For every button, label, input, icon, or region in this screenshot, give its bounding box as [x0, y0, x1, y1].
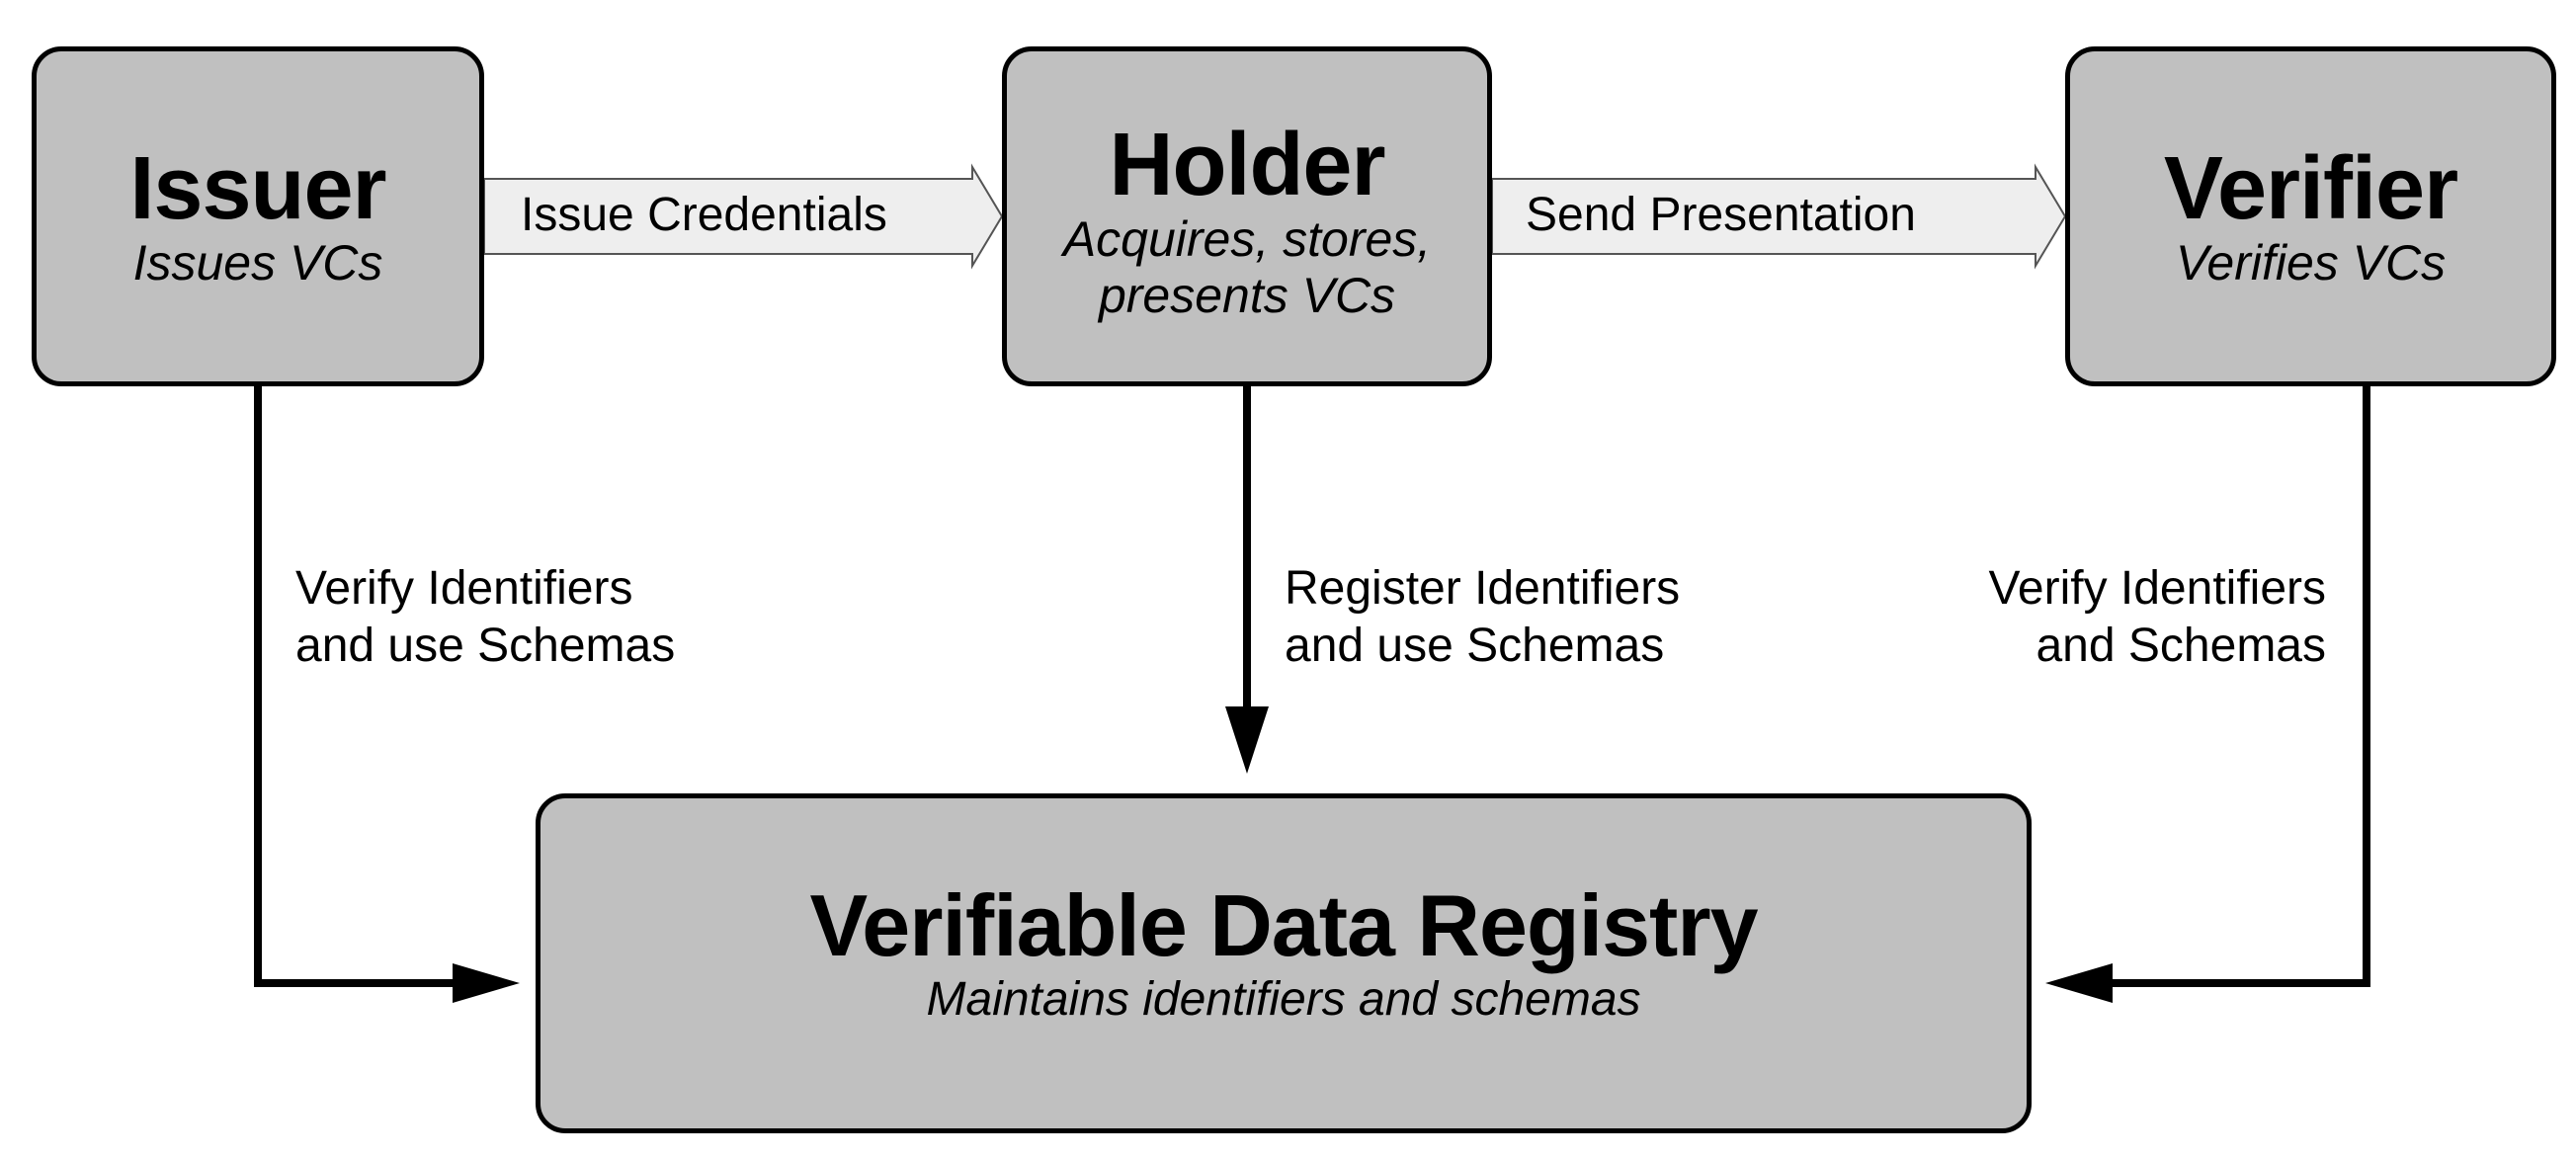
issue-credentials-arrow: [483, 163, 1004, 270]
verifier-registry-label-line1: Verify Identifiers: [1988, 562, 2326, 615]
registry-title: Verifiable Data Registry: [809, 876, 1758, 974]
verifier-registry-arrowhead: [2045, 963, 2113, 1003]
holder-registry-label-line2: and use Schemas: [1285, 620, 1665, 672]
issuer-registry-label: Verify Identifiers and use Schemas: [295, 560, 675, 675]
issuer-subtitle: Issues VCs: [132, 234, 383, 290]
holder-node: Holder Acquires, stores, presents VCs: [1002, 46, 1492, 386]
issuer-registry-label-line1: Verify Identifiers: [295, 562, 633, 615]
issuer-registry-connector: [254, 383, 455, 987]
send-presentation-label: Send Presentation: [1526, 189, 1916, 241]
issuer-registry-arrowhead: [453, 963, 520, 1003]
registry-node: Verifiable Data Registry Maintains ident…: [536, 793, 2032, 1133]
holder-subtitle-line2: presents VCs: [1098, 268, 1396, 323]
holder-registry-label-line1: Register Identifiers: [1285, 562, 1681, 615]
registry-subtitle: Maintains identifiers and schemas: [926, 973, 1641, 1026]
issuer-registry-label-line2: and use Schemas: [295, 620, 676, 672]
verifier-registry-label: Verify Identifiers and Schemas: [1989, 560, 2326, 675]
issuer-node: Issuer Issues VCs: [32, 46, 484, 386]
holder-registry-label: Register Identifiers and use Schemas: [1285, 560, 1680, 675]
verifier-node: Verifier Verifies VCs: [2065, 46, 2556, 386]
verifier-registry-label-line2: and Schemas: [2036, 620, 2326, 672]
issuer-title: Issuer: [129, 138, 386, 238]
verifier-registry-connector: [2111, 383, 2370, 987]
verifier-title: Verifier: [2163, 138, 2458, 238]
holder-title: Holder: [1109, 116, 1385, 214]
issue-credentials-label: Issue Credentials: [521, 189, 887, 241]
send-presentation-arrow: [1491, 163, 2067, 270]
holder-registry-arrowhead: [1225, 706, 1269, 774]
verifier-subtitle: Verifies VCs: [2175, 234, 2447, 290]
holder-subtitle-line1: Acquires, stores,: [1062, 211, 1432, 267]
